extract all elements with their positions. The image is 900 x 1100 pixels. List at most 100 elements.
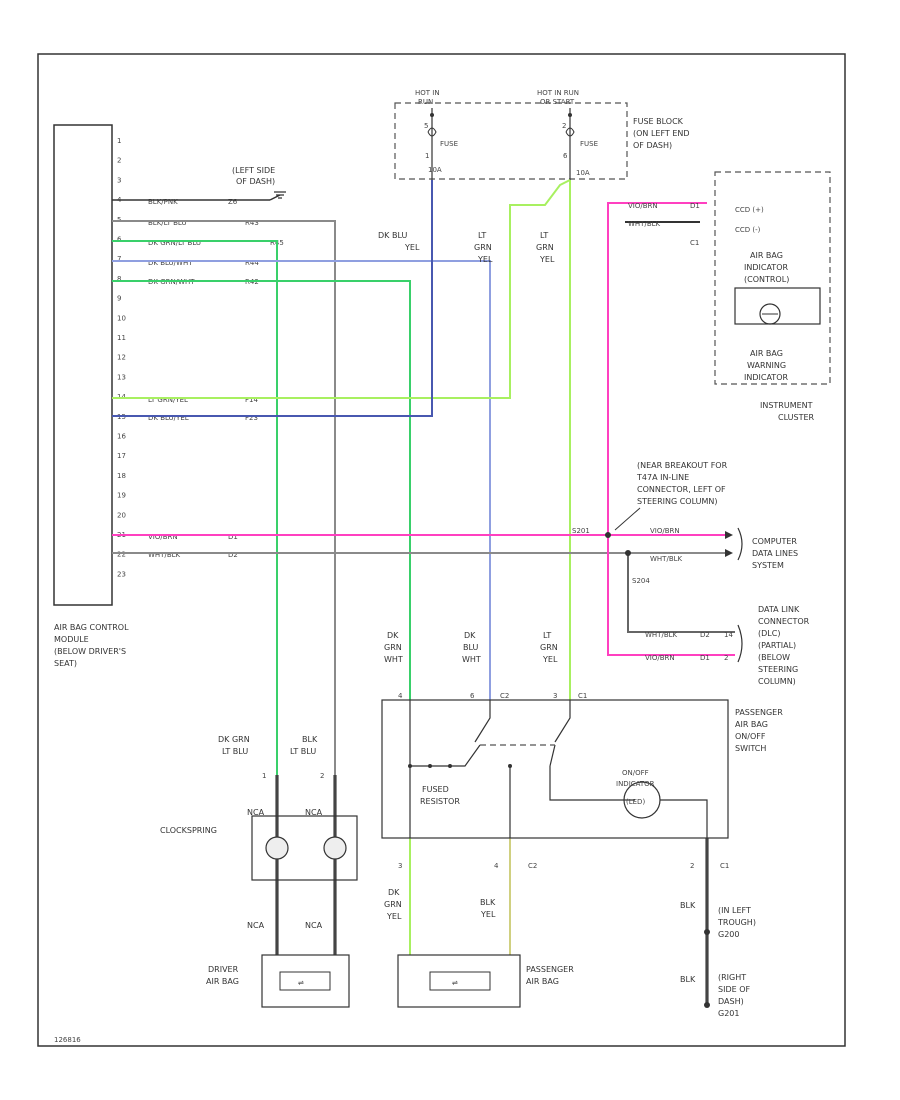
switch-bottom-conn-3: C1 bbox=[720, 862, 729, 870]
dlc-wire-circuit-2: D1 bbox=[700, 654, 710, 662]
cluster-lamp-1: AIR BAG bbox=[750, 349, 783, 358]
passenger-airbag-switch: 4 6 C2 3 C1 FUSED RESISTOR ON/OFF INDICA… bbox=[381, 692, 783, 870]
label-dkbluyel-1: DK BLU bbox=[378, 231, 407, 240]
hot-b-label-1: HOT IN RUN bbox=[537, 89, 579, 97]
switch-contacts bbox=[409, 700, 571, 766]
switch-resistor-2: RESISTOR bbox=[420, 797, 460, 806]
ground-g200-1: (IN LEFT bbox=[718, 906, 751, 915]
switch-top-pin-1: 4 bbox=[398, 692, 403, 700]
wire-color-pin5: BLK/LT BLU bbox=[148, 219, 187, 227]
module-wire-labels: BLK/PNK Z6 BLK/LT BLU R43 DK GRN/LT BLU … bbox=[148, 198, 284, 559]
figure-id: 126816 bbox=[54, 1036, 81, 1044]
splice-s204 bbox=[625, 550, 631, 556]
computer-bus-label-2: DATA LINES bbox=[752, 549, 798, 558]
label-dkgrnyel-1: DK bbox=[388, 888, 400, 897]
wire-circuit-pin15: F23 bbox=[245, 414, 258, 422]
ground-symbol-icon bbox=[274, 191, 286, 199]
label-ltgrnyel3-3: YEL bbox=[542, 655, 558, 664]
cluster-label-2: CLUSTER bbox=[778, 413, 815, 422]
wire-color-pin4: BLK/PNK bbox=[148, 198, 178, 206]
wire-color-pin21: VIO/BRN bbox=[148, 533, 178, 541]
splice-note-1: (NEAR BREAKOUT FOR bbox=[637, 461, 728, 470]
ground-g200-2: TROUGH) bbox=[717, 918, 756, 927]
wire-color-pin15: DK BLU/YEL bbox=[148, 414, 189, 422]
switch-bottom-pin-2: 4 bbox=[494, 862, 499, 870]
dlc-wire-pin-2: 2 bbox=[724, 654, 728, 662]
driver-bag-symbol: ⇌ bbox=[298, 979, 304, 987]
wire-dkgrn-wht bbox=[112, 280, 411, 700]
instrument-cluster: VIO/BRN D1 WHT/BLK C1 CCD (+) CCD (-) AI… bbox=[628, 171, 831, 422]
dlc-label-6: STEERING bbox=[758, 665, 798, 674]
driver-bag-label-2: AIR BAG bbox=[206, 977, 239, 986]
dlc-wire-color-1: WHT/BLK bbox=[645, 631, 678, 639]
splice-note-4: STEERING COLUMN) bbox=[637, 497, 718, 506]
cluster-indicator-3: (CONTROL) bbox=[744, 275, 789, 284]
dlc-label-4: (PARTIAL) bbox=[758, 641, 796, 650]
module-pin-7: 7 bbox=[117, 255, 121, 263]
label-blkyel-2: YEL bbox=[480, 910, 496, 919]
module-pin-1: 1 bbox=[117, 137, 121, 145]
label-blk-2: BLK bbox=[680, 975, 696, 984]
label-blk-1: BLK bbox=[680, 901, 696, 910]
ground-g201-4: G201 bbox=[718, 1009, 739, 1018]
module-pin-18: 18 bbox=[117, 472, 126, 480]
module-pin-10: 10 bbox=[117, 314, 126, 322]
wire-color-pin14: LT GRN/YEL bbox=[148, 396, 188, 404]
wire-circuit-pin14: F14 bbox=[245, 396, 258, 404]
switch-node-1 bbox=[408, 764, 412, 768]
driver-bag-body bbox=[261, 954, 350, 1008]
fuse-block-outline bbox=[394, 102, 628, 180]
label-dkgrnwht-3: WHT bbox=[384, 655, 403, 664]
driver-bag-label-1: DRIVER bbox=[208, 965, 239, 974]
cluster-wire-circuit-1: D1 bbox=[690, 202, 700, 210]
dlc-label-3: (DLC) bbox=[758, 629, 780, 638]
switch-node-2 bbox=[428, 764, 432, 768]
module-pin-12: 12 bbox=[117, 354, 126, 362]
dlc-label-1: DATA LINK bbox=[758, 605, 800, 614]
switch-node-4 bbox=[508, 764, 512, 768]
ground-left-side-dash: (LEFT SIDE OF DASH) bbox=[112, 166, 286, 201]
module-label-4: SEAT) bbox=[54, 659, 77, 668]
passenger-bag-body bbox=[397, 954, 521, 1008]
switch-bottom-conn-2: C2 bbox=[528, 862, 537, 870]
fuse-a-text: FUSE bbox=[440, 140, 458, 148]
wire-circuit-pin4: Z6 bbox=[228, 198, 238, 206]
module-body bbox=[53, 124, 113, 606]
dlc-label-2: CONNECTOR bbox=[758, 617, 810, 626]
module-pin-2: 2 bbox=[117, 157, 121, 165]
label-blkltblu-2: LT BLU bbox=[290, 747, 316, 756]
switch-top-pin-2: 6 bbox=[470, 692, 475, 700]
ground-g200-3: G200 bbox=[718, 930, 739, 939]
hot-a-label-2: RUN bbox=[418, 98, 433, 106]
passenger-bag-symbol: ⇌ bbox=[452, 979, 458, 987]
fuse-a-pin: 5 bbox=[424, 122, 428, 130]
label-dkgrnyel-2: GRN bbox=[384, 900, 402, 909]
module-label-3: (BELOW DRIVER'S bbox=[54, 647, 126, 656]
switch-label-2: AIR BAG bbox=[735, 720, 768, 729]
switch-internal-wiring bbox=[409, 744, 635, 838]
switch-indicator-1: ON/OFF bbox=[622, 769, 649, 777]
fuse-b-rating: 10A bbox=[576, 169, 590, 177]
clockspring-coil-1-icon bbox=[265, 836, 289, 860]
fuse-block-label-2: (ON LEFT END bbox=[633, 129, 690, 138]
warning-lamp-icon bbox=[759, 303, 781, 325]
ground-g200-dot bbox=[704, 929, 710, 935]
diagram-frame bbox=[37, 53, 846, 1047]
label-ltgrnyel1-3: YEL bbox=[477, 255, 493, 264]
clockspring-pin-2: 2 bbox=[320, 772, 324, 780]
label-dkbluwht-2: BLU bbox=[463, 643, 479, 652]
dlc-wire-circuit-1: D2 bbox=[700, 631, 710, 639]
fuse-block-label-1: FUSE BLOCK bbox=[633, 117, 684, 126]
fuse-block: HOT IN RUN HOT IN RUN OR START FUSE 1 10… bbox=[394, 89, 690, 180]
fuse-a-rating: 10A bbox=[428, 166, 442, 174]
fuse-b-pin: 2 bbox=[562, 122, 566, 130]
wire-dkgrn-ltblu bbox=[112, 240, 278, 775]
wire-dkblu-yel bbox=[112, 180, 433, 417]
passenger-squib-icon bbox=[429, 971, 491, 991]
wire-dkblu-wht bbox=[112, 260, 491, 700]
module-pins: 1234567891011121314151617181920212223 bbox=[117, 137, 126, 578]
switch-resistor-1: FUSED bbox=[422, 785, 449, 794]
driver-air-bag: ⇌ DRIVER AIR BAG bbox=[206, 954, 350, 1008]
switch-label-1: PASSENGER bbox=[735, 708, 783, 717]
data-bus-splices: S201 S204 VIO/BRN WHT/BLK COMPUTER DATA … bbox=[572, 461, 798, 585]
